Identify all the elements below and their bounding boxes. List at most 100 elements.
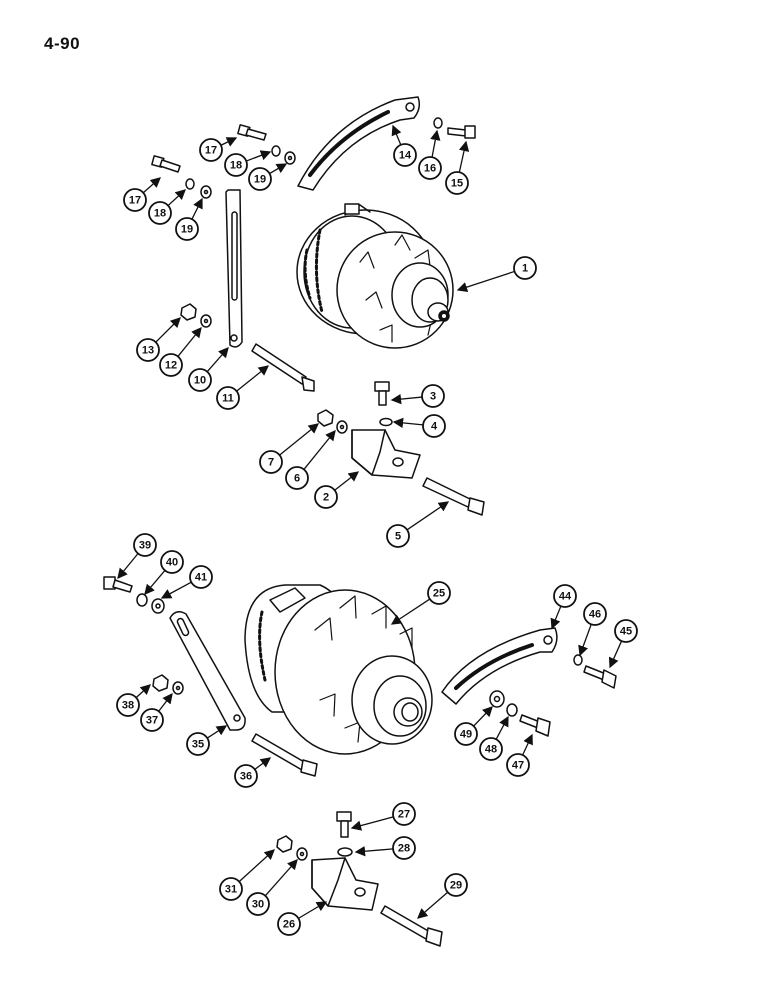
callout-18: 18 <box>148 201 172 225</box>
leader-line-47 <box>522 733 533 756</box>
callout-27: 27 <box>392 802 416 826</box>
leader-line-25 <box>390 598 431 625</box>
callout-40: 40 <box>160 550 184 574</box>
leader-line-28 <box>354 846 394 857</box>
leader-line-35 <box>206 725 228 739</box>
callout-number: 25 <box>433 588 445 600</box>
callout-circle <box>444 873 468 897</box>
callout-number: 19 <box>181 224 193 236</box>
callout-25: 25 <box>427 581 451 605</box>
upper-vertical-strap <box>225 189 243 348</box>
leader-line-6 <box>303 429 336 470</box>
callout-number: 6 <box>294 473 300 485</box>
lower-mounting-bracket <box>311 857 379 911</box>
leader-line-26 <box>298 901 328 919</box>
leader-line-39 <box>117 553 139 580</box>
callout-44: 44 <box>553 584 577 608</box>
leader-line-41 <box>160 581 192 599</box>
leader-line-3 <box>390 393 423 405</box>
upper-long-bolt <box>422 477 485 516</box>
leader-line-19 <box>269 163 288 175</box>
callout-13: 13 <box>136 338 160 362</box>
callout-number: 29 <box>450 880 462 892</box>
leader-line-15 <box>458 140 470 173</box>
callout-7: 7 <box>259 450 283 474</box>
callout-5: 5 <box>386 524 410 548</box>
leader-line-12 <box>177 326 202 357</box>
callout-1: 1 <box>513 256 537 280</box>
callout-number: 12 <box>165 360 177 372</box>
lower-vertical-strap <box>169 611 246 731</box>
leader-line-7 <box>279 423 320 456</box>
callout-circle <box>224 153 248 177</box>
callout-number: 16 <box>424 163 436 175</box>
callout-number: 13 <box>142 345 154 357</box>
callout-47: 47 <box>506 753 530 777</box>
callout-circle <box>445 171 469 195</box>
callout-18: 18 <box>224 153 248 177</box>
callout-number: 1 <box>522 263 528 275</box>
callout-circle <box>506 753 530 777</box>
callout-number: 49 <box>460 729 472 741</box>
leader-line-27 <box>350 816 394 831</box>
callout-number: 28 <box>398 843 410 855</box>
callout-circle <box>133 533 157 557</box>
leader-line-18 <box>246 150 272 162</box>
callout-circle <box>454 722 478 746</box>
callout-circle <box>285 466 309 490</box>
callout-circle <box>479 737 503 761</box>
callout-number: 48 <box>485 744 497 756</box>
callout-circle <box>392 802 416 826</box>
callout-11: 11 <box>216 386 240 410</box>
leader-line-40 <box>144 569 166 595</box>
callout-15: 15 <box>445 171 469 195</box>
leader-line-49 <box>473 706 493 727</box>
callout-circle <box>175 217 199 241</box>
callout-4: 4 <box>422 414 446 438</box>
callout-circle <box>386 524 410 548</box>
callout-circle <box>189 565 213 589</box>
page-number: 4-90 <box>44 34 81 53</box>
callout-38: 38 <box>116 693 140 717</box>
callout-10: 10 <box>188 368 212 392</box>
callout-16: 16 <box>418 156 442 180</box>
callout-6: 6 <box>285 466 309 490</box>
leader-line-45 <box>608 640 623 669</box>
callout-circle <box>583 602 607 626</box>
callout-circle <box>116 693 140 717</box>
callout-circle <box>277 912 301 936</box>
upper-alternator <box>296 203 454 349</box>
leader-line-16 <box>430 129 441 158</box>
callout-19: 19 <box>175 217 199 241</box>
callout-number: 19 <box>254 174 266 186</box>
callout-19: 19 <box>248 167 272 191</box>
lower-long-bolt <box>380 905 443 947</box>
callout-12: 12 <box>159 353 183 377</box>
leader-line-5 <box>406 501 450 531</box>
leader-line-31 <box>238 849 275 883</box>
callout-number: 11 <box>222 393 234 405</box>
callout-circle <box>219 877 243 901</box>
callout-circle <box>393 143 417 167</box>
leader-line-17 <box>220 137 238 147</box>
leader-line-10 <box>206 347 229 373</box>
callout-number: 38 <box>122 700 134 712</box>
callout-circle <box>422 414 446 438</box>
callout-number: 30 <box>252 899 264 911</box>
leader-line-19 <box>191 197 203 220</box>
leader-line-38 <box>135 684 151 699</box>
callout-number: 31 <box>225 884 237 896</box>
callout-circle <box>421 384 445 408</box>
callout-number: 46 <box>589 609 601 621</box>
callout-number: 14 <box>399 150 412 162</box>
callout-number: 7 <box>268 457 274 469</box>
callout-circle <box>216 386 240 410</box>
callout-31: 31 <box>219 877 243 901</box>
callout-circle <box>186 732 210 756</box>
callout-number: 37 <box>146 715 158 727</box>
callout-number: 27 <box>398 809 410 821</box>
leader-line-13 <box>155 317 181 343</box>
callout-number: 17 <box>129 195 141 207</box>
callout-number: 5 <box>395 531 401 543</box>
